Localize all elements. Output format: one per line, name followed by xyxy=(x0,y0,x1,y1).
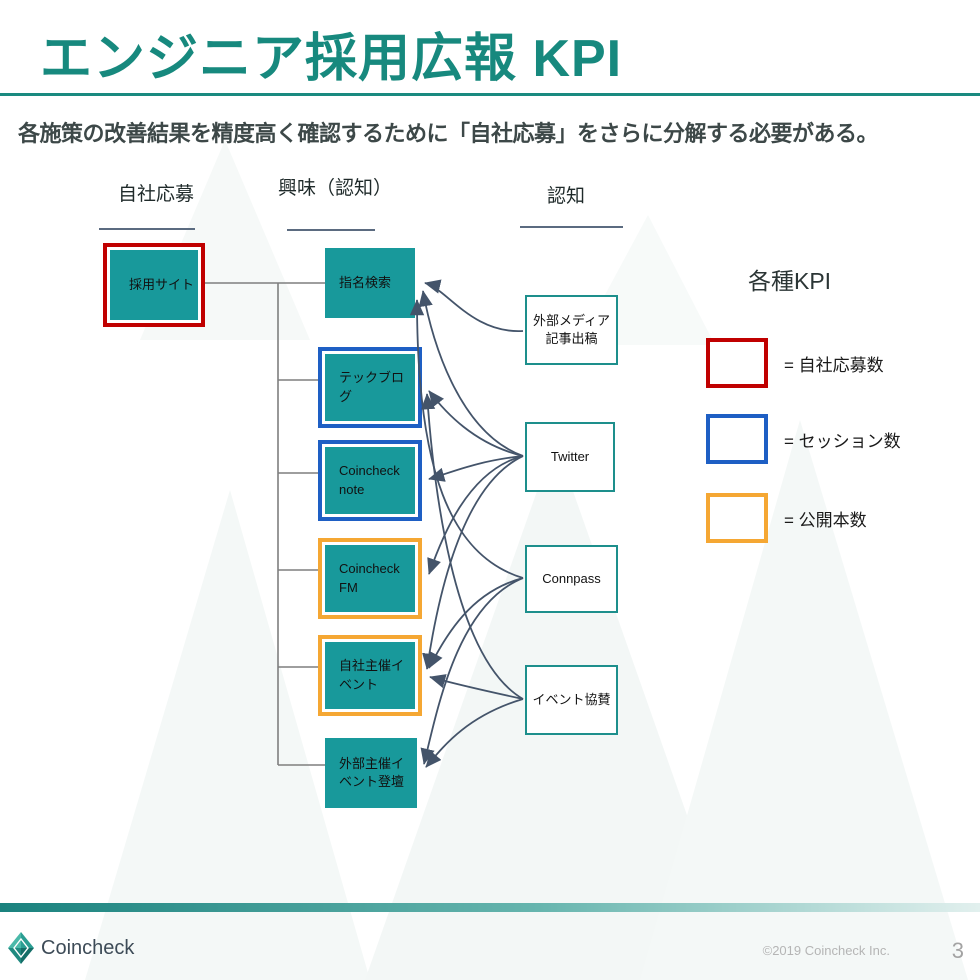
legend-item-applications: = 自社応募数 xyxy=(706,338,884,388)
title-underline xyxy=(0,93,980,96)
node-connpass: Connpass xyxy=(525,545,618,613)
page-number: 3 xyxy=(951,938,964,963)
page-title: エンジニア採用広報 KPI xyxy=(40,30,623,88)
node-media-label: 外部メディア記事出稿 xyxy=(532,312,611,346)
node-event-kyosan: イベント協賛 xyxy=(525,665,618,735)
node-saiyo-site-label: 採用サイト xyxy=(128,276,194,292)
node-cc-fm-label: Coincheck FM xyxy=(339,561,400,595)
node-gaibu-event: 外部主催イベント登壇 xyxy=(325,738,417,808)
legend-label-published: = 公開本数 xyxy=(784,510,867,530)
node-saiyo-site: 採用サイト xyxy=(103,243,205,327)
footer-accent-bar xyxy=(0,903,980,912)
legend-label-sessions: = セッション数 xyxy=(784,431,901,451)
legend-label-applications: = 自社応募数 xyxy=(784,355,884,375)
legend-swatch-published xyxy=(706,493,768,543)
node-twitter: Twitter xyxy=(525,422,615,492)
subtitle: 各施策の改善結果を精度高く確認するために「自社応募」をさらに分解する必要がある。 xyxy=(18,121,879,146)
legend-title: 各種KPI xyxy=(748,268,832,294)
logo-wordmark: Coincheck xyxy=(41,936,135,959)
legend-swatch-sessions xyxy=(706,414,768,464)
node-event-kyosan-label: イベント協賛 xyxy=(532,691,611,707)
node-twitter-label: Twitter xyxy=(550,448,590,464)
node-jisha-event: 自社主催イベント xyxy=(318,635,422,716)
node-jisha-event-label: 自社主催イベント xyxy=(339,658,405,692)
legend-item-sessions: = セッション数 xyxy=(706,414,901,464)
node-shimei-label: 指名検索 xyxy=(339,274,392,290)
node-shimei: 指名検索 xyxy=(325,248,415,318)
column-header-awareness: 認知 xyxy=(546,186,586,207)
node-connpass-label: Connpass xyxy=(542,570,601,586)
node-cc-fm: Coincheck FM xyxy=(318,538,422,619)
node-cc-note: Coincheck note xyxy=(318,440,422,521)
node-gaibu-event-label: 外部主催イベント登壇 xyxy=(339,755,405,789)
coincheck-gem-icon xyxy=(8,932,34,964)
node-tech-blog: テックブログ xyxy=(318,347,422,428)
company-logo: Coincheck xyxy=(8,932,134,964)
legend-swatch-applications xyxy=(706,338,768,388)
copyright-text: ©2019 Coincheck Inc. xyxy=(762,943,890,958)
column-header-own-application: 自社応募 xyxy=(117,184,195,205)
node-tech-blog-label: テックブログ xyxy=(339,370,405,404)
legend-item-published: = 公開本数 xyxy=(706,493,867,543)
node-cc-note-label: Coincheck note xyxy=(339,463,400,497)
node-media: 外部メディア記事出稿 xyxy=(525,295,618,365)
column-header-interest-awareness: 興味（認知） xyxy=(277,178,393,199)
